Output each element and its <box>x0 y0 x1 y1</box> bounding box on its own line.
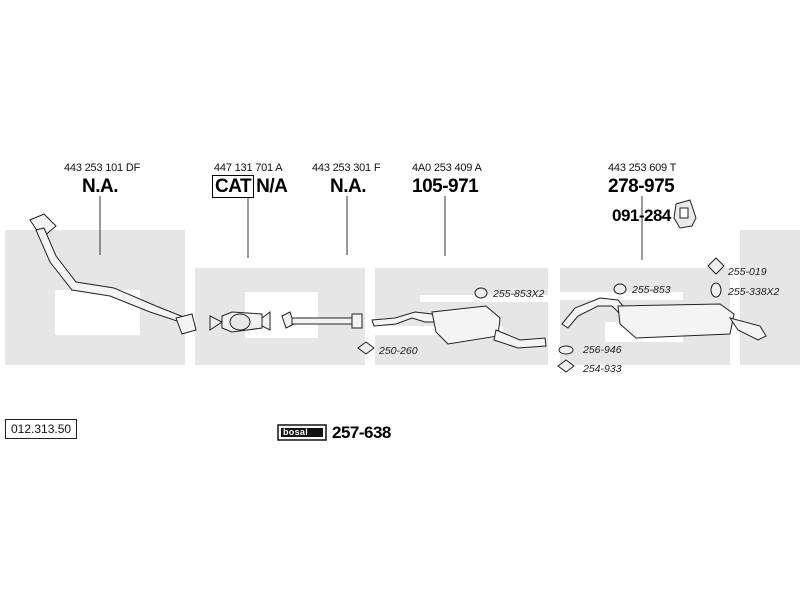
accessory-label-3: 255-853 <box>632 284 671 296</box>
part-number-1: N.A. <box>82 176 119 197</box>
rubber-mount-bracket <box>673 199 697 229</box>
center-silencer <box>371 305 547 349</box>
mount-255-338x2 <box>710 282 722 298</box>
clamp-254-933 <box>557 359 575 373</box>
accessory-label-1: 255-853X2 <box>493 288 545 300</box>
gasket-255-853x2 <box>474 287 488 299</box>
part-number-3: N.A. <box>330 176 367 197</box>
clamp-250-260 <box>357 341 375 355</box>
center-pipe <box>281 311 363 329</box>
watermark-letter-b <box>5 230 185 365</box>
watermark-letter-o <box>195 268 365 365</box>
oe-number-2: 447 131 701 A <box>214 162 283 174</box>
gasket-255-853 <box>613 283 627 295</box>
accessory-label-7: 255-338X2 <box>728 286 780 298</box>
accessory-label-6: 255-019 <box>728 266 767 278</box>
oe-number-4: 4A0 253 409 A <box>412 162 482 174</box>
accessory-label-4: 256-946 <box>583 344 622 356</box>
front-pipe <box>29 213 197 335</box>
cat-part: N/A <box>256 176 288 197</box>
oe-number-1: 443 253 101 DF <box>64 162 141 174</box>
oe-number-5: 443 253 609 T <box>608 162 677 174</box>
rear-silencer <box>561 297 767 341</box>
cat-label: CAT <box>212 175 255 198</box>
kit-part-number: 257-638 <box>332 423 391 442</box>
catalytic-converter <box>209 311 271 333</box>
reference-number: 012.313.50 <box>5 419 78 439</box>
accessory-label-5: 254-933 <box>583 363 622 375</box>
oe-number-3: 443 253 301 F <box>312 162 381 174</box>
part-number-5: 278-975 <box>608 176 675 197</box>
mount-255-019 <box>707 257 725 275</box>
logo-text: bosal <box>283 427 309 437</box>
part-number-4: 105-971 <box>412 176 479 197</box>
accessory-label-2: 250-260 <box>379 345 418 357</box>
bracket-part-number: 091-284 <box>612 206 671 225</box>
accessory-parts <box>357 257 725 373</box>
ring-256-946 <box>558 345 574 355</box>
bosal-logo <box>277 424 327 441</box>
